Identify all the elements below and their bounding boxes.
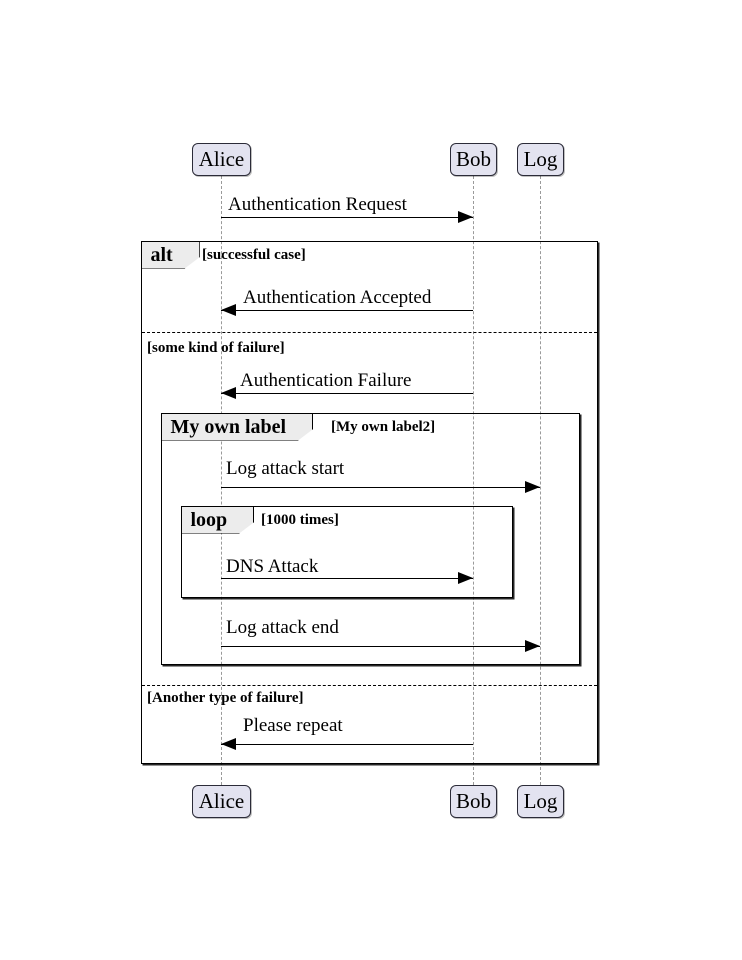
arrow-head-please-repeat bbox=[221, 737, 236, 750]
loop-fragment-operator-label: loop bbox=[190, 508, 228, 531]
participant-bob-top-label: Bob bbox=[455, 147, 491, 171]
message-line-please-repeat bbox=[221, 744, 473, 745]
arrow-head-dns-attack bbox=[458, 571, 473, 584]
alt-fragment-separator-2 bbox=[142, 685, 597, 686]
alt-fragment-guard-1: [successful case] bbox=[202, 247, 306, 263]
message-label-authentication-request: Authentication Request bbox=[228, 194, 407, 215]
arrow-head-authentication-request bbox=[458, 210, 473, 223]
message-label-log-attack-end: Log attack end bbox=[226, 617, 339, 638]
lifeline-log bbox=[540, 176, 541, 785]
alt-fragment-guard-2: [some kind of failure] bbox=[147, 340, 285, 356]
participant-bob-bottom-label: Bob bbox=[455, 789, 491, 813]
participant-log-bottom[interactable]: Log bbox=[517, 785, 564, 818]
alt-fragment-guard-3: [Another type of failure] bbox=[147, 690, 304, 706]
participant-bob-top[interactable]: Bob bbox=[450, 143, 497, 176]
message-line-authentication-accepted bbox=[221, 310, 473, 311]
my-own-label-fragment-operator-label: My own label bbox=[170, 415, 287, 438]
my-own-label-fragment[interactable]: My own label bbox=[161, 413, 580, 665]
message-label-please-repeat: Please repeat bbox=[243, 715, 343, 736]
loop-fragment-guard: [1000 times] bbox=[261, 512, 339, 528]
message-label-dns-attack: DNS Attack bbox=[226, 556, 319, 577]
alt-fragment[interactable]: alt bbox=[141, 241, 598, 764]
participant-log-top-label: Log bbox=[523, 147, 558, 171]
participant-log-top[interactable]: Log bbox=[517, 143, 564, 176]
message-line-log-attack-end bbox=[221, 646, 540, 647]
message-line-authentication-request bbox=[221, 217, 473, 218]
lifeline-bob bbox=[473, 176, 474, 785]
message-line-log-attack-start bbox=[221, 487, 540, 488]
participant-alice-top-label: Alice bbox=[198, 147, 245, 171]
arrow-head-log-attack-end bbox=[525, 639, 540, 652]
participant-bob-bottom[interactable]: Bob bbox=[450, 785, 497, 818]
participant-alice-bottom[interactable]: Alice bbox=[192, 785, 251, 818]
participant-alice-top[interactable]: Alice bbox=[192, 143, 251, 176]
participant-alice-bottom-label: Alice bbox=[198, 789, 245, 813]
alt-fragment-separator-1 bbox=[142, 332, 597, 333]
loop-fragment[interactable]: loop bbox=[181, 506, 513, 598]
my-own-label-fragment-guard: [My own label2] bbox=[331, 419, 436, 435]
arrow-head-authentication-failure bbox=[221, 386, 236, 399]
message-label-authentication-failure: Authentication Failure bbox=[240, 370, 412, 391]
arrow-head-log-attack-start bbox=[525, 480, 540, 493]
message-line-dns-attack bbox=[221, 578, 473, 579]
arrow-head-authentication-accepted bbox=[221, 303, 236, 316]
lifeline-alice bbox=[221, 176, 222, 785]
loop-fragment-operator-tab: loop bbox=[182, 507, 255, 534]
message-label-log-attack-start: Log attack start bbox=[226, 458, 345, 479]
message-line-authentication-failure bbox=[221, 393, 473, 394]
my-own-label-fragment-operator-tab: My own label bbox=[162, 414, 314, 441]
message-label-authentication-accepted: Authentication Accepted bbox=[243, 287, 432, 308]
alt-fragment-operator-label: alt bbox=[150, 243, 173, 266]
alt-fragment-operator-tab: alt bbox=[142, 242, 200, 269]
participant-log-bottom-label: Log bbox=[523, 789, 558, 813]
